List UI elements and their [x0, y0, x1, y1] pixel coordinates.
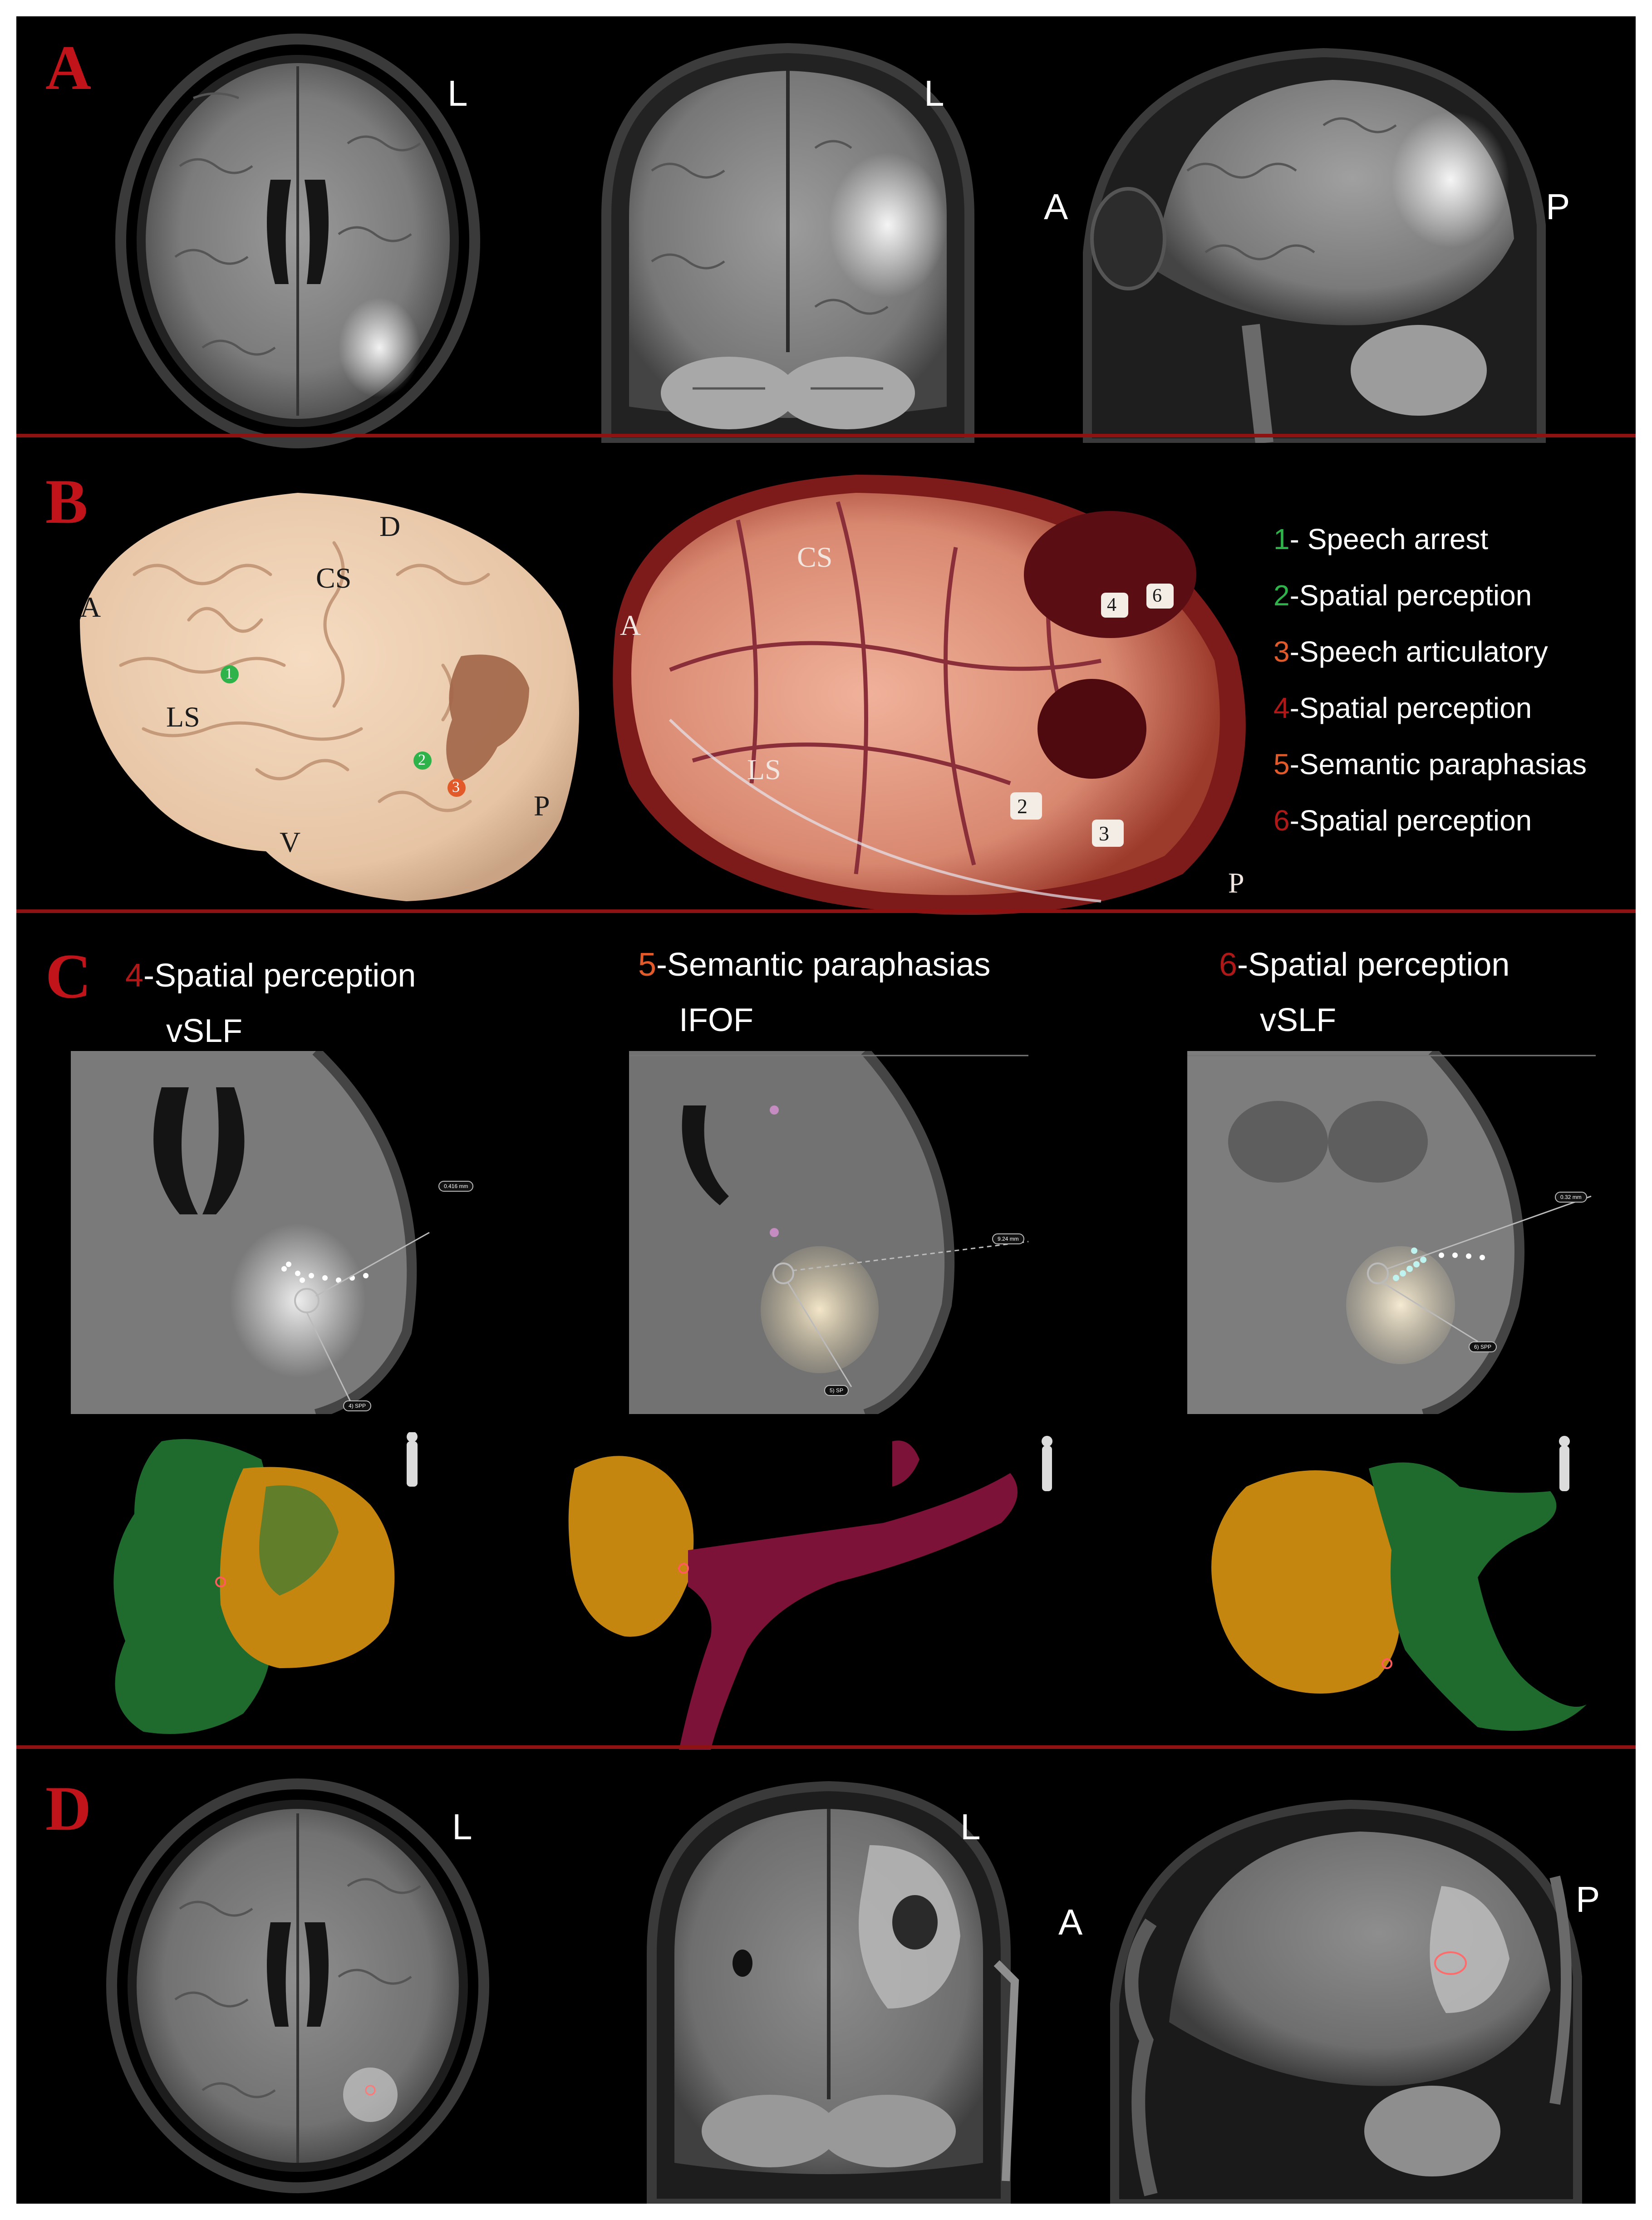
- column-1-heading: 4-Spatial perception: [125, 959, 416, 992]
- column-2-tractography: [568, 1436, 1052, 1750]
- panel-a-coronal-mri: [601, 43, 974, 443]
- column-3-tract: vSLF: [1260, 1002, 1337, 1038]
- divider-b-c: [16, 909, 1636, 913]
- legend-item-3: 3-Speech articulatory: [1273, 637, 1548, 666]
- column-2-point: 5) SP: [824, 1385, 849, 1396]
- photo-tag-4: 4: [1107, 594, 1116, 615]
- model-label-ventral: V: [280, 826, 301, 858]
- panel-d-sagittal-posterior: P: [1576, 1879, 1600, 1920]
- column-1-tractography: [113, 1432, 418, 1734]
- column-3-navigation-mri: [1187, 1051, 1596, 1414]
- model-label-dorsal: D: [379, 510, 401, 542]
- photo-tag-3: 3: [1099, 822, 1109, 845]
- column-2-navigation-mri: [629, 1051, 1028, 1414]
- column-2-tract: IFOF: [679, 1002, 753, 1038]
- model-label-posterior: P: [534, 790, 550, 822]
- photo-label-lateral-sulcus: LS: [747, 753, 781, 786]
- legend-number-4: 4: [1273, 692, 1290, 724]
- legend-number-2: 2: [1273, 579, 1290, 612]
- model-label-central-sulcus: CS: [316, 562, 352, 594]
- model-marker-2: 2: [418, 751, 426, 768]
- legend-text-6: -Spatial perception: [1289, 804, 1532, 837]
- panel-a-axial-orientation: L: [447, 73, 468, 113]
- model-label-anterior: A: [80, 591, 101, 623]
- legend-text-2: -Spatial perception: [1289, 579, 1532, 612]
- panel-d-axial-orientation: L: [452, 1807, 472, 1847]
- column-2-distance: 9.24 mm: [992, 1233, 1024, 1244]
- figure-canvas: A L: [16, 16, 1636, 2204]
- column-2-title: -Semantic paraphasias: [656, 947, 991, 983]
- panel-d-coronal-mri: [647, 1781, 1019, 2204]
- panel-d-letter: D: [45, 1773, 92, 1844]
- divider-a-b: [16, 434, 1636, 437]
- legend-text-4: -Spatial perception: [1289, 692, 1532, 724]
- column-1-title: -Spatial perception: [143, 958, 416, 994]
- photo-label-central-sulcus: CS: [797, 541, 833, 573]
- panel-a-sagittal-anterior: A: [1044, 187, 1068, 227]
- panel-a-sagittal-mri: [1083, 48, 1546, 443]
- model-marker-1: 1: [225, 665, 233, 682]
- column-1-navigation-mri: [71, 1051, 434, 1414]
- panel-a-coronal-orientation: L: [924, 73, 944, 113]
- model-marker-3: 3: [452, 779, 460, 796]
- legend-number-1: 1: [1273, 523, 1290, 555]
- panel-d-sagittal-anterior: A: [1058, 1902, 1083, 1942]
- column-3-heading: 6-Spatial perception: [1219, 948, 1509, 981]
- panel-a-letter: A: [45, 33, 92, 103]
- column-3-title: -Spatial perception: [1237, 947, 1510, 983]
- legend-number-3: 3: [1273, 635, 1290, 668]
- legend-text-1: - Speech arrest: [1289, 523, 1489, 555]
- panel-b-brain-model: [80, 493, 579, 901]
- column-3-distance: 0.32 mm: [1555, 1192, 1587, 1203]
- divider-c-d: [16, 1745, 1636, 1749]
- column-3-tractography: [1211, 1436, 1587, 1731]
- legend-item-5: 5-Semantic paraphasias: [1273, 750, 1587, 779]
- legend-number-6: 6: [1273, 804, 1290, 837]
- column-3-point: 6) SPP: [1469, 1341, 1497, 1352]
- legend-item-4: 4-Spatial perception: [1273, 693, 1532, 722]
- photo-tag-2: 2: [1017, 795, 1028, 818]
- column-1-point: 4) SPP: [343, 1400, 372, 1411]
- legend-item-1: 1- Speech arrest: [1273, 525, 1488, 554]
- panel-b-letter: B: [45, 467, 88, 537]
- legend-item-6: 6-Spatial perception: [1273, 806, 1532, 835]
- panel-a-sagittal-posterior: P: [1546, 187, 1570, 227]
- column-3-number: 6: [1219, 947, 1238, 983]
- panel-d-coronal-orientation: L: [960, 1807, 981, 1847]
- photo-label-posterior: P: [1228, 867, 1244, 899]
- panel-a-axial-mri: [115, 34, 480, 448]
- model-label-lateral-sulcus: LS: [166, 701, 200, 733]
- legend-text-5: -Semantic paraphasias: [1289, 748, 1587, 781]
- column-1-distance: 0.416 mm: [438, 1181, 474, 1192]
- panel-c-letter: C: [45, 941, 92, 1012]
- legend-number-5: 5: [1273, 748, 1290, 781]
- column-2-number: 5: [638, 947, 657, 983]
- legend-item-2: 2-Spatial perception: [1273, 581, 1532, 610]
- panel-b-surgical-photo: [613, 475, 1246, 915]
- panel-d-axial-mri: [106, 1778, 489, 2193]
- legend-text-3: -Speech articulatory: [1289, 635, 1548, 668]
- column-1-tract: vSLF: [166, 1013, 243, 1049]
- photo-label-anterior: A: [620, 609, 641, 641]
- panel-d-sagittal-mri: [1110, 1799, 1582, 2204]
- column-1-number: 4: [125, 958, 144, 994]
- photo-tag-6: 6: [1152, 585, 1162, 606]
- column-2-heading: 5-Semantic paraphasias: [638, 948, 990, 981]
